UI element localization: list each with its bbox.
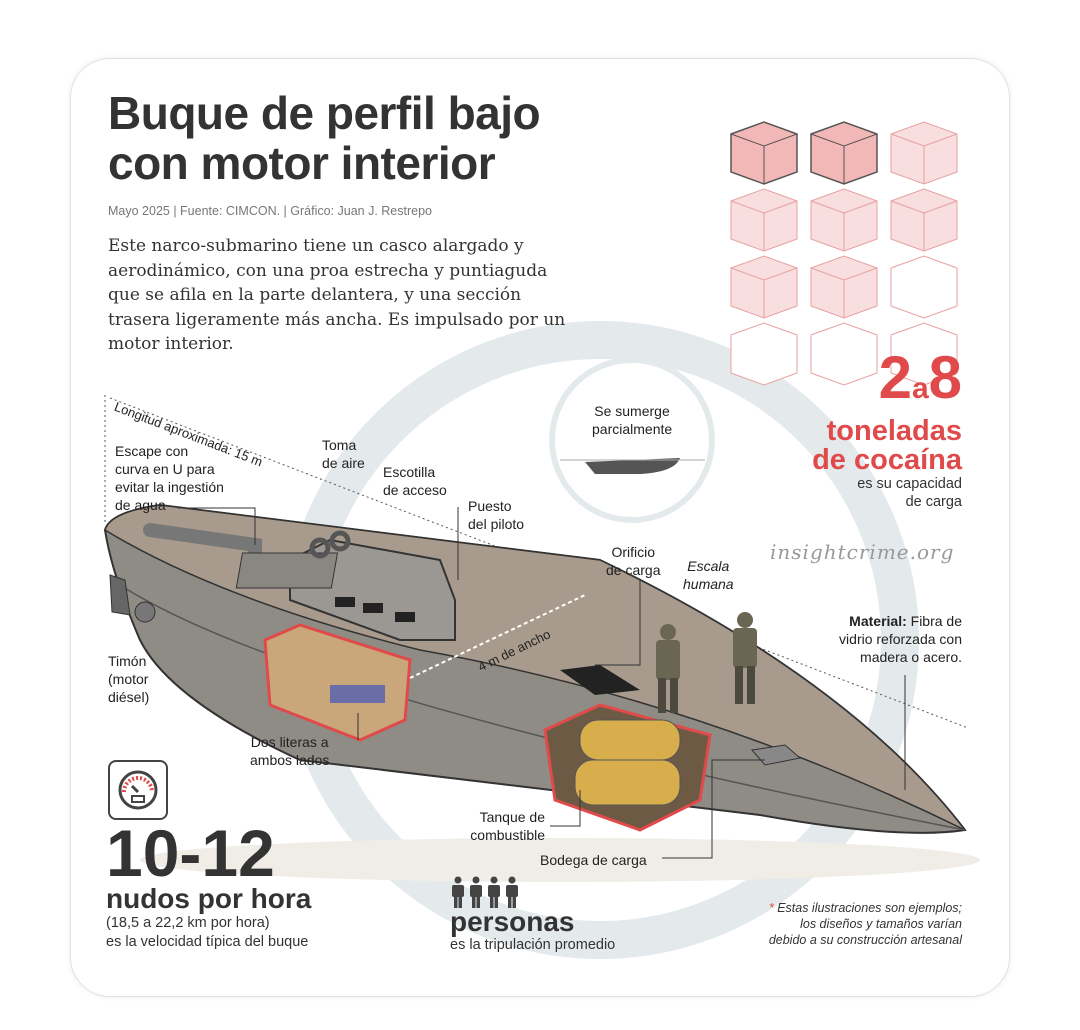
shadow xyxy=(140,838,980,882)
footnote: * Estas ilustraciones son ejemplos; los … xyxy=(768,901,962,947)
cargo-hole xyxy=(560,665,640,695)
bunk xyxy=(330,685,385,703)
cube-edge xyxy=(810,133,878,184)
byline: Mayo 2025 | Fuente: CIMCON. | Gráfico: J… xyxy=(108,204,432,218)
watermark: insightcrime.org xyxy=(770,540,955,564)
cube-edge xyxy=(730,133,798,184)
length-dimension-line xyxy=(109,397,969,729)
cargo-hold-label: Bodega de carga xyxy=(540,852,647,868)
person-icon xyxy=(488,876,500,908)
inset-circle xyxy=(549,357,715,523)
cocaine-cube-empty xyxy=(890,255,958,319)
human-scale-figures xyxy=(656,612,757,713)
cube-edge xyxy=(810,200,878,251)
speed-stat: 10-12 nudos por hora (18,5 a 22,2 km por… xyxy=(106,816,312,950)
cocaine-cube-empty xyxy=(810,322,878,386)
cube-edge xyxy=(890,200,958,251)
propeller xyxy=(134,601,156,623)
cube-edge xyxy=(810,267,878,318)
cube-edge xyxy=(730,267,798,318)
capacity-stat: 2a8 toneladas de cocaína es su capacidad… xyxy=(812,344,962,511)
rudder xyxy=(109,574,131,616)
cocaine-cube-empty xyxy=(890,322,958,386)
person-icon xyxy=(506,876,518,908)
cocaine-cubes xyxy=(730,121,958,386)
submerged-boat-icon xyxy=(585,458,680,474)
cocaine-cube-empty xyxy=(730,322,798,386)
description: Este narco-submarino tiene un casco alar… xyxy=(108,236,566,354)
person-icon xyxy=(452,876,464,908)
cube-edge xyxy=(730,200,798,251)
access-hatch xyxy=(235,552,339,589)
air-intake xyxy=(309,537,331,559)
person-icon xyxy=(470,876,482,908)
cube-edge xyxy=(890,133,958,184)
crew-stat: personas es la tripulación promedio xyxy=(450,876,615,954)
bunks-cutaway xyxy=(263,623,412,742)
speedometer-icon xyxy=(108,760,168,820)
person-icons xyxy=(450,876,615,908)
